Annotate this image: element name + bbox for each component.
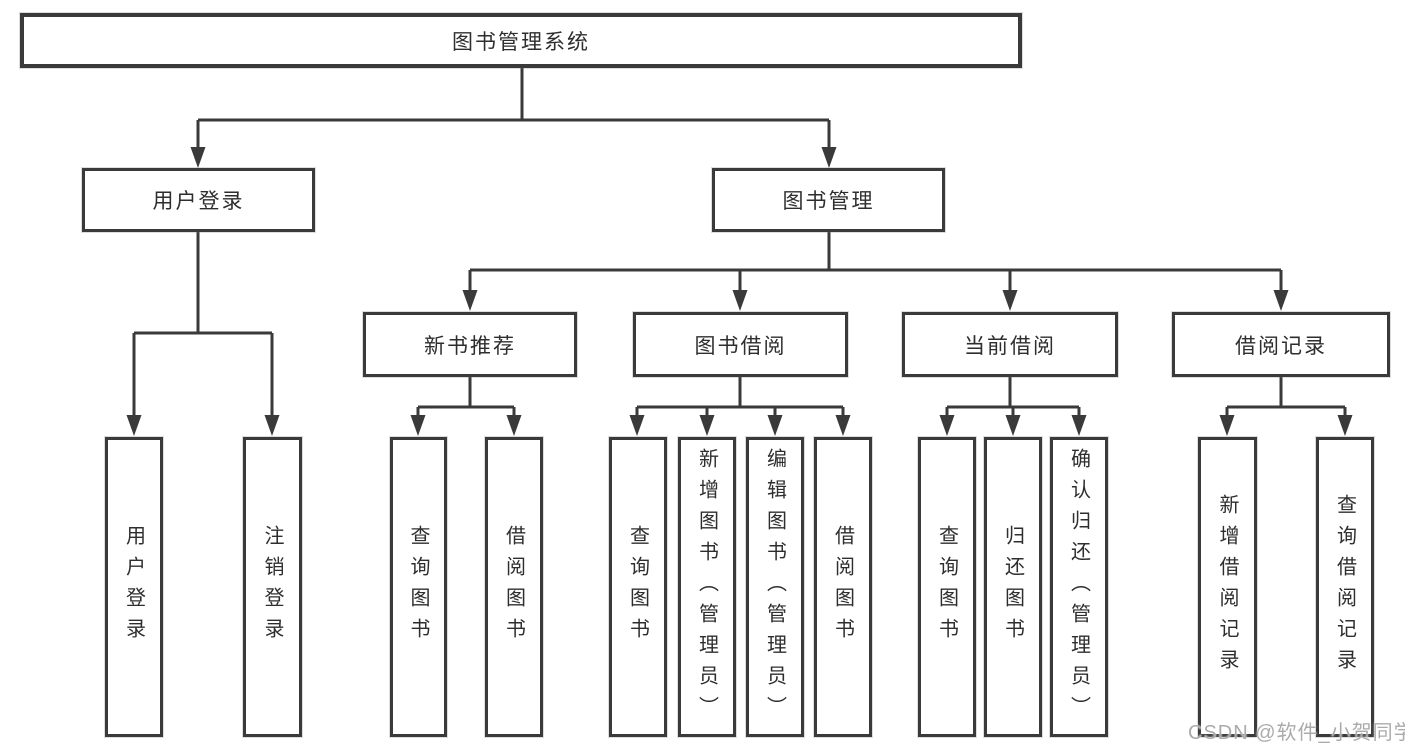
leaf-query-books-current-label: 查询图书 (935, 525, 958, 649)
leaf-edit-book-admin-label: 编辑图书（管理员） (763, 447, 786, 727)
leaf-query-books-borrowing-label: 查询图书 (626, 525, 649, 649)
csdn-watermark: CSDN @软件_小贺同学 (1188, 722, 1405, 744)
leaf-add-book-admin: 新增图书（管理员） (678, 437, 736, 737)
leaf-borrow-books-recommend-label: 借阅图书 (502, 525, 525, 649)
node-borrowing-record: 借阅记录 (1172, 312, 1390, 377)
leaf-query-books-borrowing: 查询图书 (609, 437, 667, 737)
leaf-add-borrow-record-label: 新增借阅记录 (1216, 494, 1238, 680)
leaf-borrow-books-borrowing-label: 借阅图书 (831, 525, 854, 649)
node-book-management: 图书管理 (712, 168, 945, 232)
leaf-logout-label: 注销登录 (261, 525, 283, 649)
leaf-query-books-current: 查询图书 (918, 437, 976, 737)
leaf-return-book: 归还图书 (984, 437, 1042, 737)
node-user-login-label: 用户登录 (152, 190, 245, 213)
node-current-borrowing-label: 当前借阅 (964, 334, 1056, 358)
leaf-borrow-books-recommend: 借阅图书 (485, 437, 543, 737)
root-node-label: 图书管理系统 (452, 30, 590, 54)
leaf-add-book-admin-label: 新增图书（管理员） (695, 447, 718, 727)
leaf-borrow-books-borrowing: 借阅图书 (814, 437, 872, 737)
node-book-borrowing: 图书借阅 (633, 312, 848, 377)
leaf-query-books-recommend: 查询图书 (390, 437, 447, 737)
leaf-edit-book-admin: 编辑图书（管理员） (746, 437, 804, 737)
leaf-add-borrow-record: 新增借阅记录 (1198, 437, 1257, 737)
leaf-user-login: 用户登录 (105, 437, 163, 737)
node-new-book-recommend-label: 新书推荐 (424, 334, 516, 358)
node-book-management-label: 图书管理 (782, 190, 875, 213)
leaf-query-borrow-record-label: 查询借阅记录 (1333, 494, 1356, 680)
leaf-confirm-return-admin-label: 确认归还（管理员） (1067, 447, 1090, 727)
node-user-login: 用户登录 (82, 168, 315, 232)
node-book-borrowing-label: 图书借阅 (694, 334, 787, 358)
leaf-return-book-label: 归还图书 (1001, 525, 1024, 649)
leaf-logout: 注销登录 (243, 437, 302, 737)
leaf-user-login-label: 用户登录 (122, 525, 145, 649)
leaf-query-books-recommend-label: 查询图书 (407, 525, 429, 649)
node-borrowing-record-label: 借阅记录 (1235, 334, 1327, 358)
node-new-book-recommend: 新书推荐 (363, 312, 577, 377)
leaf-confirm-return-admin: 确认归还（管理员） (1050, 437, 1108, 737)
root-node-library-management-system: 图书管理系统 (20, 13, 1022, 68)
leaf-query-borrow-record: 查询借阅记录 (1316, 437, 1374, 737)
node-current-borrowing: 当前借阅 (902, 312, 1118, 377)
